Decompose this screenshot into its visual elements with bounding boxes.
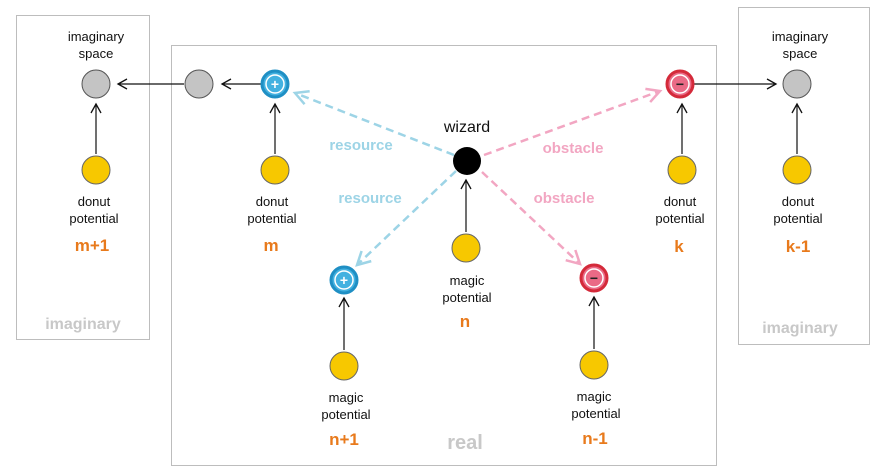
- donut-potential-k: [667, 155, 697, 185]
- minus-sign: −: [676, 76, 684, 92]
- magic-potential-n: [451, 233, 481, 263]
- potential-m1-line1: donut: [78, 194, 111, 209]
- grey-node-real: [184, 69, 214, 99]
- obstacle-label-lower: obstacle: [534, 190, 595, 207]
- imaginary-node-right: [782, 69, 812, 99]
- potential-n-index: n: [460, 312, 470, 331]
- imaginary-space-right-line1: imaginary: [772, 29, 829, 44]
- potential-km1-line2: potential: [773, 211, 822, 226]
- potential-n-line2: potential: [442, 290, 491, 305]
- region-label-imaginary-left: imaginary: [45, 316, 121, 333]
- obstacle-arrow-upper: [483, 87, 663, 157]
- donut-potential-m1: [81, 155, 111, 185]
- potential-m-line2: potential: [247, 211, 296, 226]
- potential-n1-line2: potential: [321, 407, 370, 422]
- resource-label-upper: resource: [329, 137, 392, 154]
- potential-n1-line1: magic: [329, 390, 364, 405]
- potential-n1-index: n+1: [329, 430, 359, 449]
- potential-k-line2: potential: [655, 211, 704, 226]
- potential-n-line1: magic: [450, 273, 485, 288]
- minus-sign: −: [590, 270, 598, 286]
- plus-node-m: +: [260, 69, 290, 99]
- imaginary-space-left-line1: imaginary: [68, 29, 125, 44]
- potential-km1-line1: donut: [782, 194, 815, 209]
- donut-potential-m: [260, 155, 290, 185]
- imaginary-space-left-line2: space: [79, 46, 114, 61]
- imaginary-node-left: [81, 69, 111, 99]
- real-region: [171, 45, 717, 466]
- resource-arrow-lower: [355, 170, 457, 267]
- potential-m-line1: donut: [256, 194, 289, 209]
- magic-potential-n1: [329, 351, 359, 381]
- wizard-node: [453, 147, 481, 175]
- potential-nm1-line1: magic: [577, 389, 612, 404]
- imaginary-region-left: [16, 15, 150, 340]
- potential-m1-line2: potential: [69, 211, 118, 226]
- obstacle-label-upper: obstacle: [543, 140, 604, 157]
- potential-nm1-line2: potential: [571, 406, 620, 421]
- imaginary-region-right: [738, 7, 870, 345]
- potential-k-index: k: [674, 237, 684, 256]
- potential-m1-index: m+1: [75, 236, 110, 255]
- potential-km1-index: k-1: [786, 237, 811, 256]
- potential-k-line1: donut: [664, 194, 697, 209]
- imaginary-space-right-line2: space: [783, 46, 818, 61]
- plus-sign: +: [271, 76, 279, 92]
- resource-arrow-upper: [292, 89, 455, 157]
- plus-sign: +: [340, 272, 348, 288]
- minus-node-k: −: [665, 69, 695, 99]
- magic-potential-nm1: [579, 350, 609, 380]
- region-label-real: real: [447, 432, 483, 454]
- obstacle-arrow-lower: [481, 171, 582, 266]
- plus-node-n1: +: [329, 265, 359, 295]
- minus-node-nm1: −: [579, 263, 609, 293]
- potential-nm1-index: n-1: [582, 429, 608, 448]
- wizard-label: wizard: [443, 119, 490, 136]
- donut-potential-km1: [782, 155, 812, 185]
- resource-label-lower: resource: [338, 190, 401, 207]
- potential-m-index: m: [263, 236, 278, 255]
- region-label-imaginary-right: imaginary: [762, 320, 838, 337]
